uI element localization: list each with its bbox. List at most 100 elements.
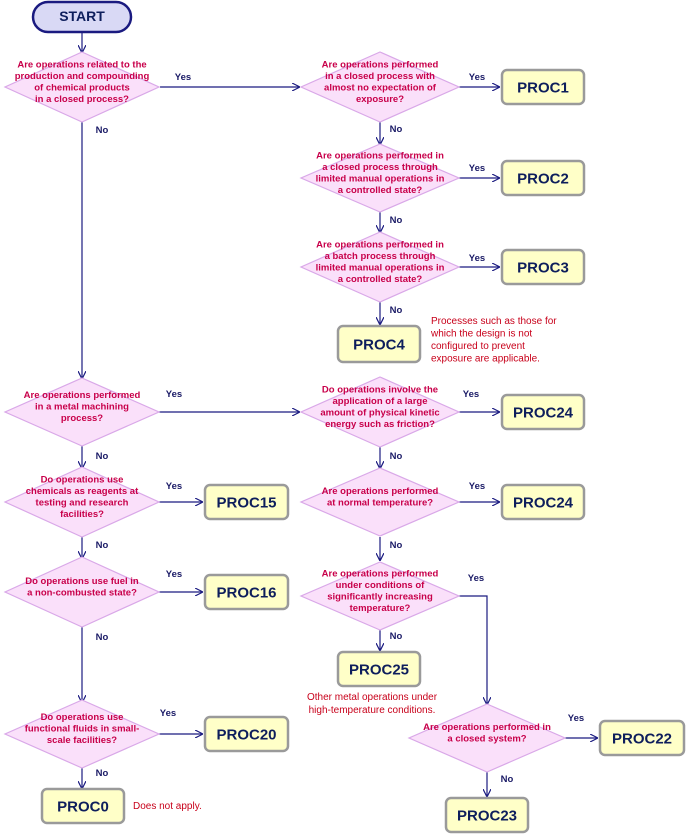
start-node	[31, 0, 133, 34]
decision-text-line: Do operations use	[41, 474, 124, 485]
decision-text-line: energy such as friction?	[325, 419, 435, 430]
yes-label: Yes	[463, 389, 479, 400]
decision-diamond	[299, 231, 461, 303]
decision-text-line: of chemical products	[34, 82, 130, 93]
decision-text-line: functional fluids in small-	[25, 724, 140, 735]
yes-label: Yes	[469, 163, 485, 174]
decision-text-line: Are operations performed in	[316, 150, 444, 161]
decision-text-line: at normal temperature?	[327, 497, 433, 508]
yes-label: Yes	[166, 389, 182, 400]
decision-text-line: limited manual operations in	[316, 262, 445, 273]
result-r7: PROC15	[203, 483, 290, 521]
no-label: No	[96, 540, 109, 551]
decision-text-line: Are operations performed	[322, 486, 439, 497]
decision-text-line: production and compounding	[15, 71, 150, 82]
decision-text-line: facilities?	[60, 509, 104, 520]
no-label: No	[96, 632, 109, 643]
result-label: PROC24	[513, 405, 574, 422]
no-label: No	[96, 451, 109, 462]
decision-text-line: in a closed process with	[325, 71, 435, 82]
no-label: No	[501, 774, 514, 785]
result-box	[500, 68, 586, 106]
result-r12: PROC22	[598, 719, 686, 757]
yes-label: Yes	[469, 253, 485, 264]
result-r1: PROC1	[500, 68, 586, 106]
decision-text-line: exposure?	[356, 94, 404, 105]
yes-label: Yes	[166, 569, 182, 580]
yes-label: Yes	[468, 573, 484, 584]
result-box	[336, 650, 422, 688]
decision-text-line: in a metal machining	[35, 402, 129, 413]
result-box	[203, 573, 290, 611]
result-box	[500, 393, 586, 431]
note-n3: Does not apply.	[133, 801, 202, 812]
notes: Processes such as those for which the des…	[133, 316, 557, 812]
decision-text-line: temperature?	[350, 603, 411, 614]
decision-text-line: almost no expectation of	[324, 82, 437, 93]
result-r10: PROC20	[203, 715, 290, 753]
decision-diamond	[3, 556, 161, 628]
yes-label: Yes	[469, 481, 485, 492]
decision-text-line: application of a large	[332, 396, 427, 407]
decision-text-line: chemicals as reagents at	[26, 486, 139, 497]
note-text-line: Other metal operations under	[307, 692, 438, 703]
decision-text-line: testing and research	[36, 497, 129, 508]
decision-text-line: a controlled state?	[338, 185, 423, 196]
decision-diamond	[299, 376, 461, 448]
result-r5: PROC24	[500, 393, 586, 431]
decision-text-line: a batch process through	[325, 251, 436, 262]
result-r9: PROC25	[336, 650, 422, 688]
decision-diamond	[3, 466, 161, 538]
decision-text-line: process?	[61, 413, 103, 424]
decision-text-line: Do operations use	[41, 712, 124, 723]
yes-label: Yes	[160, 708, 176, 719]
result-box	[444, 796, 530, 834]
decision-diamond	[3, 377, 161, 447]
result-box	[203, 483, 290, 521]
no-label: No	[390, 124, 403, 135]
decision-text-line: Are operations performed	[322, 59, 439, 70]
decision-text-line: Do operations use fuel in	[25, 576, 139, 587]
note-n2: Other metal operations underhigh-tempera…	[307, 692, 438, 716]
result-nodes: PROC1PROC2PROC3PROC4PROC24PROC24PROC15PR…	[40, 68, 686, 834]
result-box	[40, 787, 126, 825]
decision-diamond	[299, 143, 461, 213]
no-label: No	[390, 540, 403, 551]
result-label: PROC15	[216, 495, 276, 512]
edges	[82, 32, 597, 796]
result-box	[336, 324, 422, 364]
result-label: PROC16	[216, 585, 276, 602]
decision-text-line: Are operations related to the	[17, 59, 146, 70]
decision-diamond	[3, 699, 161, 769]
decision-nodes: Are operations related to theproduction …	[3, 51, 567, 773]
result-r13: PROC23	[444, 796, 530, 834]
note-text-line: which the design is not	[430, 329, 532, 340]
yes-label: Yes	[469, 72, 485, 83]
result-label: PROC24	[513, 495, 574, 512]
note-text-line: exposure are applicable.	[431, 354, 540, 365]
note-text-line: configured to prevent	[431, 341, 525, 352]
decision-text-line: Are operations performed in	[316, 239, 444, 250]
no-label: No	[390, 631, 403, 642]
result-box	[203, 715, 290, 753]
no-label: No	[390, 215, 403, 226]
result-label: PROC22	[612, 731, 672, 748]
decision-q12: Are operations performed ina closed syst…	[407, 703, 567, 773]
decision-text-line: amount of physical kinetic	[320, 407, 439, 418]
start-label: START	[59, 8, 105, 24]
no-label: No	[390, 305, 403, 316]
result-r3: PROC3	[500, 248, 586, 286]
result-label: PROC1	[517, 80, 569, 97]
note-text-line: Processes such as those for	[431, 316, 557, 327]
decision-text-line: significantly increasing	[327, 591, 433, 602]
yes-label: Yes	[175, 72, 191, 83]
